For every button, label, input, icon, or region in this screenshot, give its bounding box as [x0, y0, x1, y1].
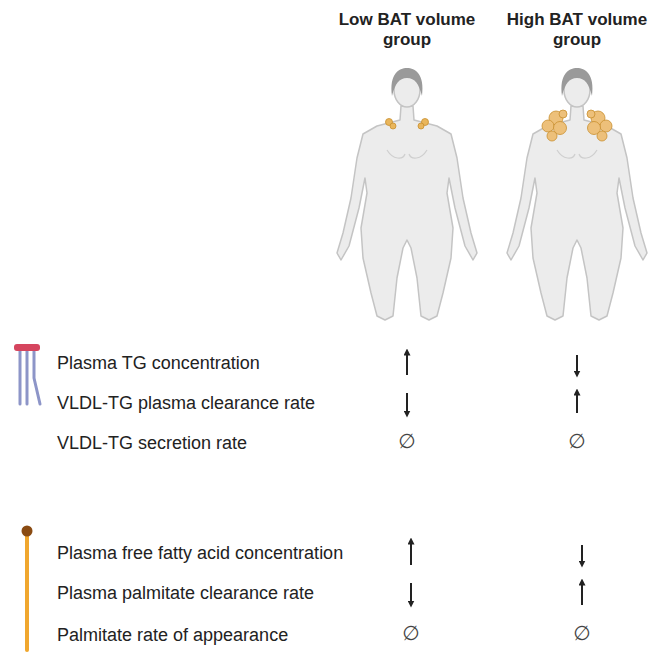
no-change-symbol: ∅: [562, 430, 592, 452]
fatty-acid-icon: [22, 526, 33, 651]
bat-deposit: [386, 119, 429, 130]
row-label: Plasma palmitate clearance rate: [57, 582, 314, 604]
no-change-symbol: ∅: [567, 622, 597, 644]
row-label: Palmitate rate of appearance: [57, 624, 288, 646]
row-label: Plasma TG concentration: [57, 352, 260, 374]
no-change-symbol: ∅: [392, 430, 422, 452]
row-label: VLDL-TG plasma clearance rate: [57, 392, 315, 414]
row-label: VLDL-TG secretion rate: [57, 432, 247, 454]
trend-arrow: [407, 352, 582, 605]
woman-figure: [507, 68, 647, 320]
bat-deposit: [542, 110, 612, 141]
row-label: Plasma free fatty acid concentration: [57, 542, 343, 564]
no-change-symbol: ∅: [396, 622, 426, 644]
column-header: Low BAT volume group: [332, 10, 482, 50]
column-header: High BAT volume group: [502, 10, 652, 50]
vldl-tg-icon: [14, 344, 40, 404]
woman-figure: [337, 68, 477, 320]
